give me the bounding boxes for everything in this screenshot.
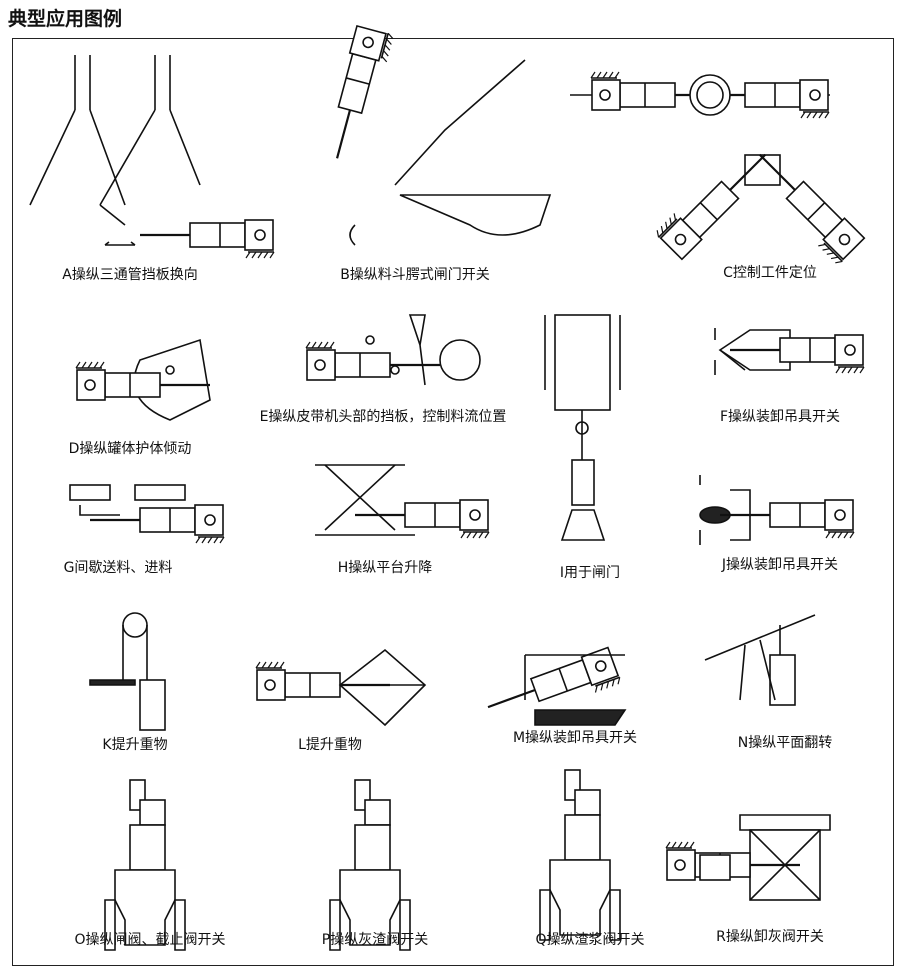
figure-caption-h: H操纵平台升降 xyxy=(337,560,433,576)
figure-caption-q: Q操纵渣浆阀开关 xyxy=(535,932,645,948)
diagram-o xyxy=(104,779,186,951)
figure-frame xyxy=(12,38,894,966)
diagram-j xyxy=(699,475,856,545)
figure-caption-f: F操纵装卸吊具开关 xyxy=(719,409,841,425)
figure-caption-l: L提升重物 xyxy=(298,737,362,753)
diagram-a xyxy=(29,55,276,260)
figure-caption-a: A操纵三通管挡板换向 xyxy=(62,267,198,283)
figure-caption-o: O操纵闸阀、截止阀开关 xyxy=(74,932,226,948)
diagram-r xyxy=(664,814,831,901)
diagram-b xyxy=(321,23,552,246)
figure-caption-k: K提升重物 xyxy=(102,737,168,753)
diagram-i xyxy=(544,314,621,541)
diagram-q xyxy=(539,769,621,941)
diagram-h xyxy=(315,464,491,540)
diagram-c xyxy=(570,70,867,267)
figure-caption-m: M操纵装卸吊具开关 xyxy=(512,730,638,746)
diagram-p xyxy=(329,779,411,951)
figure-caption-e: E操纵皮带机头部的挡板，控制料流位置 xyxy=(259,409,507,425)
figure-caption-n: N操纵平面翻转 xyxy=(737,735,833,751)
page-title: 典型应用图例 xyxy=(8,8,123,30)
figure-caption-b: B操纵料斗腭式闸门开关 xyxy=(340,267,490,283)
diagram-n xyxy=(704,614,816,706)
figure-caption-i: I用于闸门 xyxy=(559,565,621,581)
figure-caption-d: D操纵罐体护体倾动 xyxy=(68,441,192,457)
figure-caption-j: J操纵装卸吊具开关 xyxy=(721,557,839,573)
diagram-m xyxy=(481,646,627,730)
diagram-d xyxy=(74,338,212,421)
diagram-f xyxy=(714,328,866,375)
figure-caption-g: G间歇送料、进料 xyxy=(63,560,173,576)
diagram-e xyxy=(304,314,481,386)
diagram-l xyxy=(254,648,427,727)
figure-caption-r: R操纵卸灰阀开关 xyxy=(716,929,824,945)
diagram-g xyxy=(69,484,226,545)
figure-caption-p: P操纵灰渣阀开关 xyxy=(321,932,429,948)
figure-caption-c: C控制工件定位 xyxy=(723,265,817,281)
diagram-k xyxy=(89,612,166,731)
